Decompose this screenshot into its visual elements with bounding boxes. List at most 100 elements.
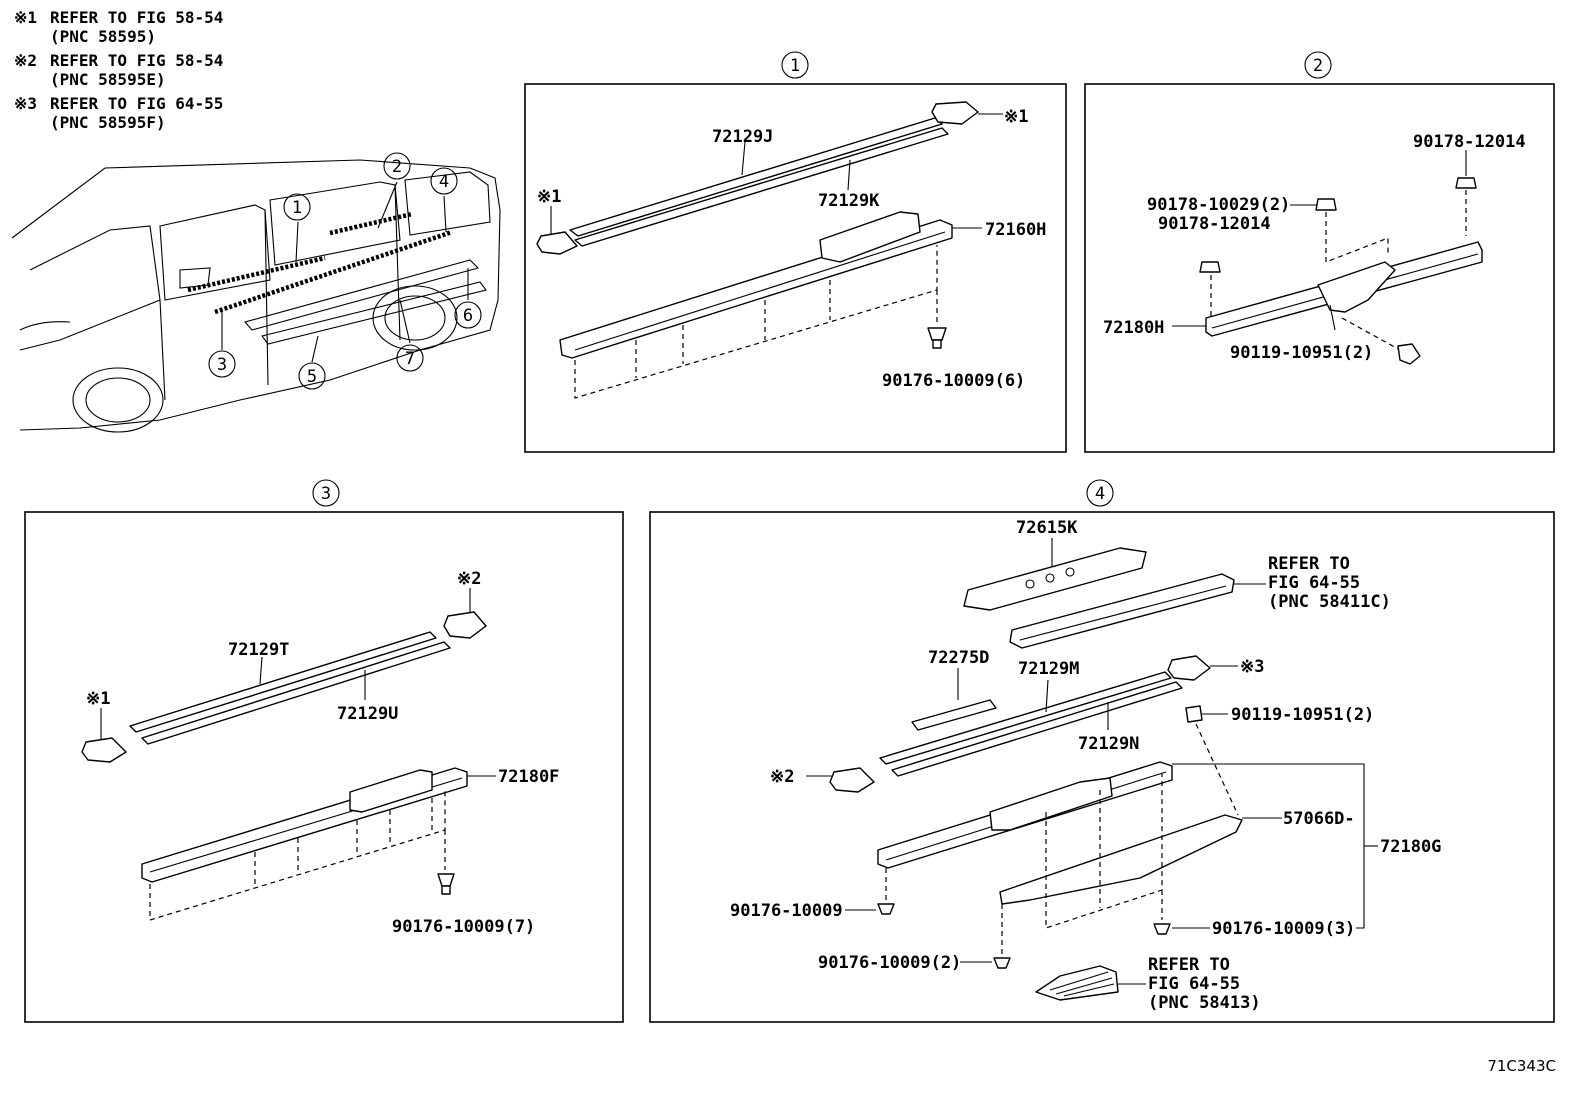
part-72129N-strip [891,681,1183,777]
part-72129U-strip [141,641,451,745]
clip-90176-p3-stem [441,885,451,895]
label-72129N: 72129N [1078,734,1139,754]
note-2-mark: ※2 [14,51,37,70]
clip-dash-outline-1 [574,245,938,399]
note-3-line2: (PNC 58595F) [50,113,166,132]
part-57066D [999,814,1243,905]
plate-hole-c [1025,579,1035,589]
clip-dash-outline-3 [149,790,446,921]
leader-72129K [847,159,851,191]
label-90119-10951-2-p4: 90119-10951(2) [1231,705,1374,725]
overview-leader-2 [377,181,398,229]
ref1-panel3: ※1 [86,689,110,709]
vehicle-overview: 1 2 3 4 5 6 7 [11,152,501,433]
refer-a-line3: (PNC 58411C) [1268,592,1391,612]
bolt-90119-p4-icon [1185,705,1203,723]
svg-text:7: 7 [405,349,415,369]
note-3-line1: REFER TO FIG 64-55 [50,94,223,113]
overview-callout-3: 3 [208,350,236,378]
panel-3-frame [24,511,624,1023]
part-ref-58413 [1035,965,1119,1001]
bolt-90119-icon [1397,343,1421,365]
pad-ref3 [1167,655,1211,681]
overview-leader-4 [443,195,447,233]
vehicle-door-line-b [264,209,269,386]
rail-ref-edge [1019,585,1227,641]
label-90178-12014-top: 90178-12014 [1413,132,1526,152]
nut-top-icon [1455,177,1477,189]
panel-4-frame [649,511,1555,1023]
part-72129K-strip [574,127,949,247]
part-72160H-edge [574,231,946,351]
pad-ref2 [443,611,487,639]
label-72180F: 72180F [498,767,559,787]
ref1-right: ※1 [1004,107,1028,127]
overview-part-5-mark [261,281,487,345]
svg-text:6: 6 [463,306,473,326]
overview-part-1-mark [187,255,326,293]
panel-3-marker: 3 [321,484,331,504]
nut-a-dash [1325,212,1389,263]
note-1-line1: REFER TO FIG 58-54 [50,8,223,27]
clip-dash-outline-4 [1045,774,1163,929]
overview-callout-6: 6 [454,301,482,329]
panel-2-frame [1084,83,1555,453]
ref2-panel4: ※2 [770,767,794,787]
nut-a-icon [1315,198,1337,211]
svg-text:5: 5 [307,367,317,387]
part-72615K-plate [963,547,1147,611]
panel-4-marker: 4 [1095,484,1105,504]
note-2-line2: (PNC 58595E) [50,70,166,89]
note-3-mark: ※3 [14,94,37,113]
reference-notes: ※1 REFER TO FIG 58-54 (PNC 58595) ※2 REF… [14,8,223,132]
note-2-line1: REFER TO FIG 58-54 [50,51,223,70]
clip-p4-a-icon [877,903,895,915]
vehicle-headlamp [19,321,71,331]
clip-p4-b-icon [993,957,1011,969]
label-clip-90176-10009-6: 90176-10009(6) [882,371,1025,391]
pad-ref1-right [931,101,979,125]
overview-part-2-mark [329,211,413,236]
overview-part-4-mark [214,229,453,315]
part-72129J-strip [569,117,943,237]
vehicle-rear-window [404,171,491,236]
label-72129T: 72129T [228,640,289,660]
label-clip-90176-10009: 90176-10009 [730,901,843,921]
panel-3-marker-circle [312,479,340,507]
panel-4: 4 72615K REFER TO FIG 64-55 (PNC 58411C)… [649,479,1555,1023]
label-72129U: 72129U [337,704,398,724]
label-72615K: 72615K [1016,518,1078,538]
vehicle-front-wheel-inner [85,377,151,423]
overview-callout-5: 5 [298,362,326,390]
nut-b-icon [1199,261,1221,273]
panel-2-marker: 2 [1313,56,1323,76]
refer-b-line2: FIG 64-55 [1148,974,1240,994]
label-clip-90176-10009-7: 90176-10009(7) [392,917,535,937]
refer-b-line1: REFER TO [1148,955,1230,975]
plate-hole-a [1045,573,1055,583]
label-72180H: 72180H [1103,318,1164,338]
refer-a-line2: FIG 64-55 [1268,573,1360,593]
panel-1-frame [524,83,1067,453]
overview-callout-7: 7 [396,344,424,372]
label-90178-12014: 90178-12014 [1158,214,1271,234]
vehicle-door-line-c [394,184,401,341]
vehicle-door-line-a [159,299,166,401]
overview-part-6-mark [244,259,480,331]
clip-90176-icon [927,327,947,341]
ref1-left: ※1 [537,187,561,207]
vehicle-front-window [19,225,161,351]
vehicle-body-outline [11,159,501,431]
panel-1-marker: 1 [790,56,800,76]
part-72275D [911,699,997,731]
clip-90176-p3-icon [437,873,455,887]
pad-ref1-left [536,231,578,255]
part-72129T-strip [129,631,437,733]
vehicle-side-window [159,204,271,301]
label-clip-90176-10009-2: 90176-10009(2) [818,953,961,973]
panel-3: 3 72129T 72129U ※2 ※1 72180F 90176-10009… [24,479,624,1023]
label-90178-10029-2: 90178-10029(2) [1147,195,1290,215]
label-72129J: 72129J [712,127,773,147]
panel-1: 1 72129J 72129K ※1 ※1 72160H 90176-10009… [524,51,1067,453]
overview-leader-1 [295,221,299,263]
